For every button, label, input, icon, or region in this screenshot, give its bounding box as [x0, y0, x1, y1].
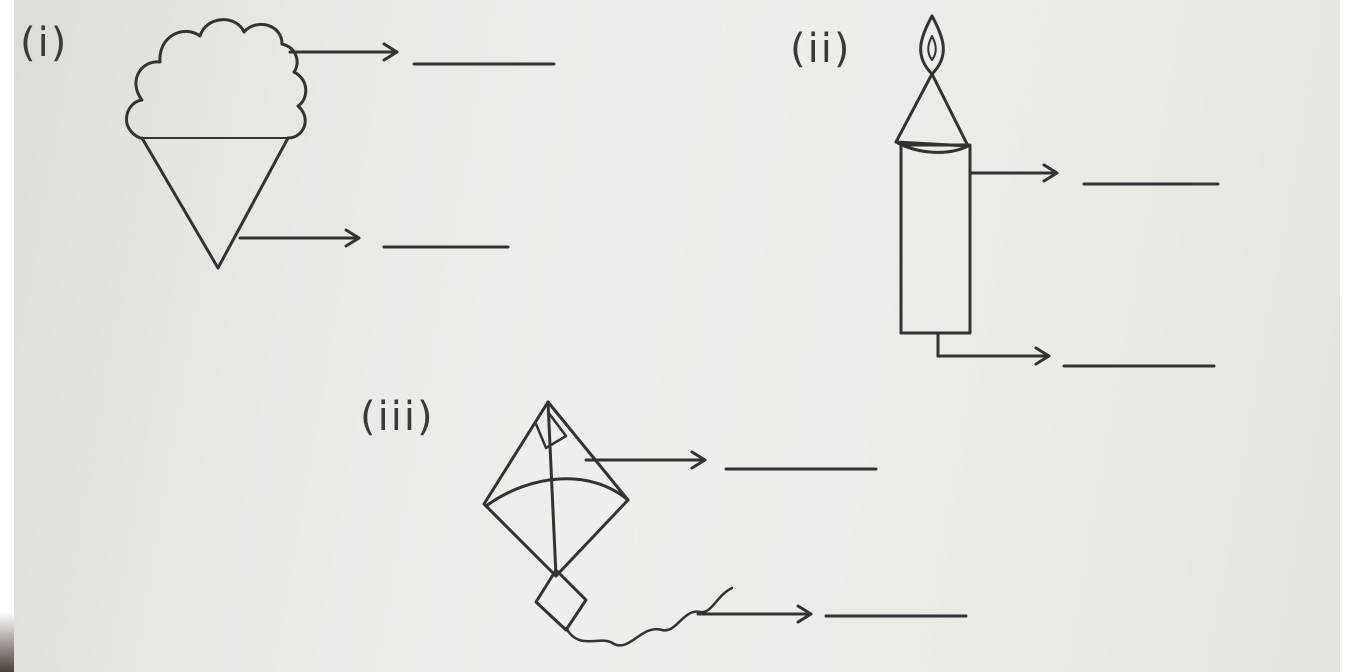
kite-drawing — [482, 400, 968, 647]
scoop-pointer-arrowhead — [382, 42, 399, 62]
kite-bottom-tail-box — [534, 568, 588, 632]
base-pointer-arrowhead — [1034, 346, 1051, 366]
candle-top-outline — [894, 72, 970, 148]
kite-spine — [546, 400, 558, 578]
candle-flame-outline — [919, 14, 945, 76]
page-edge-shadow — [0, 612, 14, 672]
candle-flame-inner — [927, 35, 937, 61]
kite-string — [564, 586, 734, 647]
kite-tail-pointer-arrowhead — [796, 604, 813, 624]
ice-cream-scoop-outline — [125, 18, 308, 140]
kite-top-fold — [534, 410, 568, 450]
kite-crossbar — [484, 477, 630, 508]
candle-drawing — [894, 14, 1220, 368]
kite-top-pointer-arrowhead — [690, 450, 707, 470]
item-label-i: (i) — [20, 20, 69, 66]
ice-cream-cone-outline — [140, 136, 290, 270]
candle-body-outline — [899, 143, 972, 335]
item-label-iii: (iii) — [360, 394, 435, 440]
body-pointer-arrowhead — [1042, 163, 1059, 183]
item-label-ii: (ii) — [790, 26, 852, 72]
cone-pointer-arrowhead — [344, 228, 361, 248]
ice-cream-cone-drawing — [125, 18, 556, 270]
page-edge-right — [1340, 0, 1346, 672]
page-edge-left — [0, 0, 14, 672]
